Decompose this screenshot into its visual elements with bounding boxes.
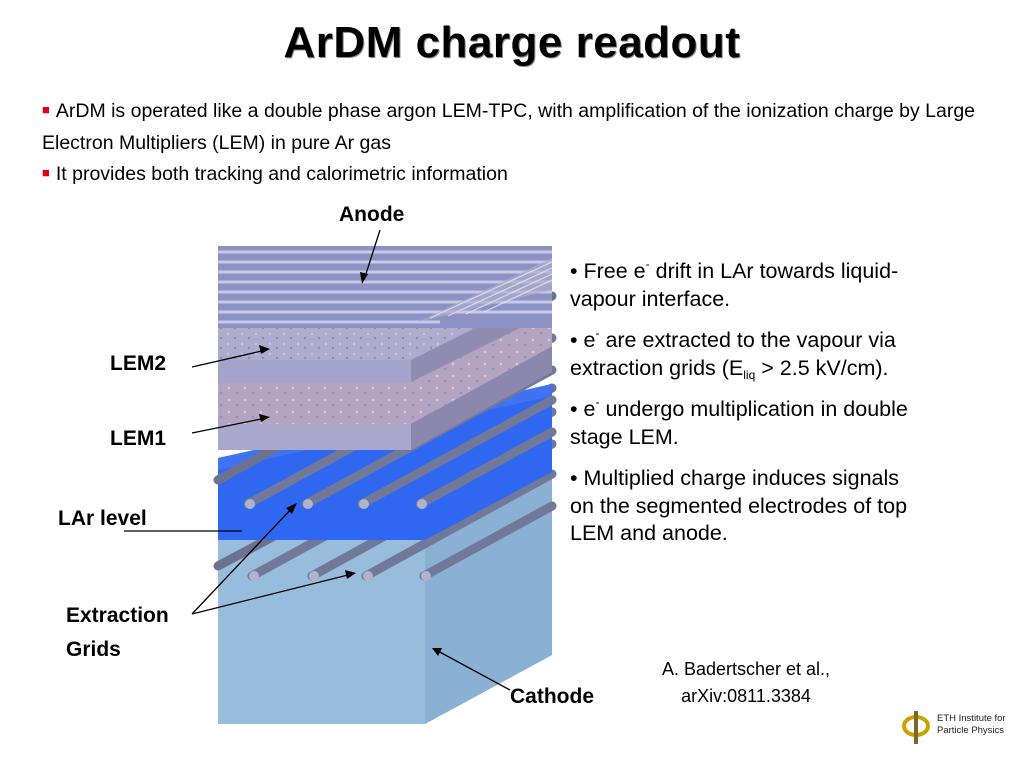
note-multiplication: • e- undergo multiplication in double st… xyxy=(570,395,908,449)
lem1-label: LEM1 xyxy=(110,427,167,450)
bullet-square-icon: ■ xyxy=(42,165,50,180)
lar-level-label: LAr level xyxy=(58,507,147,530)
lem2-arrow xyxy=(191,349,267,368)
callout-arrows xyxy=(124,229,511,691)
intro-bullet-2: ■It provides both tracking and calorimet… xyxy=(42,163,508,185)
process-notes: • Free e- drift in LAr towards liquid-va… xyxy=(570,258,915,562)
slide-title: ArDM charge readout xyxy=(283,18,741,67)
bullet-square-icon: ■ xyxy=(42,102,50,117)
lem2-label: LEM2 xyxy=(110,352,167,375)
extraction-grids-label-line1: Extraction xyxy=(66,604,169,627)
cathode-arrow xyxy=(435,649,511,691)
extraction-grids-label-line2: Grids xyxy=(66,638,121,661)
cathode-label: Cathode xyxy=(510,685,594,708)
reference-citation: A. Badertscher et al., arXiv:0811.3384 xyxy=(661,659,831,706)
phi-logo-icon xyxy=(902,711,930,744)
intro-text: ■ArDM is operated like a double phase ar… xyxy=(42,96,1002,191)
anode-label: Anode xyxy=(339,203,405,226)
upper-grid-arrow xyxy=(191,505,295,615)
institute-logo-text: ETH Institute for Particle Physics xyxy=(937,713,1006,736)
note-signals: • Multiplied charge induces signals on t… xyxy=(570,466,908,545)
lem1-arrow xyxy=(191,417,267,434)
lower-grid-arrow xyxy=(191,573,353,615)
note-drift: • Free e- drift in LAr towards liquid-va… xyxy=(570,257,899,311)
intro-bullet-1: ■ArDM is operated like a double phase ar… xyxy=(42,100,976,154)
anode-plate xyxy=(218,246,553,328)
note-extraction: • e- are extracted to the vapour via ext… xyxy=(570,326,896,382)
anode-arrow xyxy=(363,229,381,281)
